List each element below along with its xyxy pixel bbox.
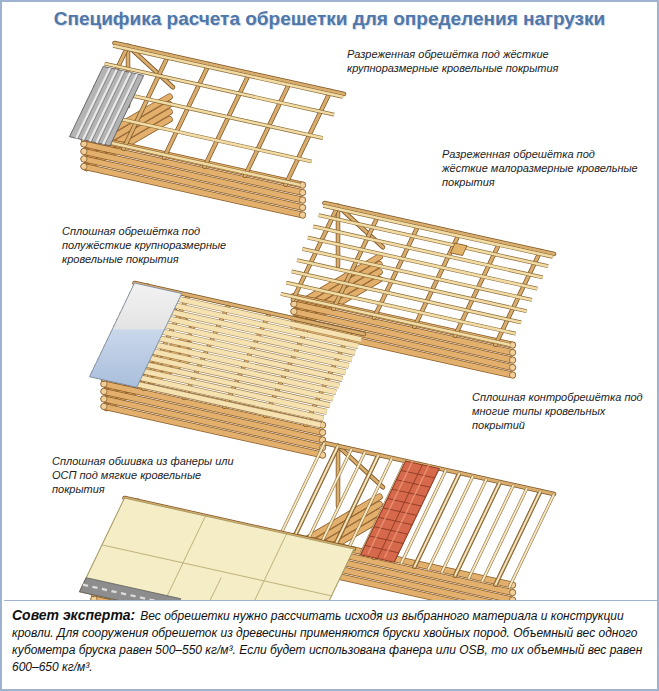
sparse-lathing-large-sheets [113,46,343,97]
sparse-lathing-large-sheets [70,43,345,218]
corrugated-sheet [91,72,125,142]
corrugated-sheet [97,72,131,142]
callout-label: Сплошная обшивка из фанеры или ОСП под м… [52,454,252,496]
sparse-lathing-small-tiles [313,226,543,277]
sparse-lathing-small-tiles [319,215,549,266]
roof-tiles [361,460,440,562]
corrugated-sheet [70,66,144,145]
small-tile [451,243,468,255]
plywood-sheathing [102,545,332,596]
corrugated-sheet [70,66,144,145]
corrugated-sheet [78,69,112,139]
corrugated-sheet [98,73,132,143]
corrugated-sheet [90,71,124,141]
roll-sheet [90,283,182,387]
counter-lathing [509,494,554,588]
callout-label: Сплошная обрешётка под полужёсткие крупн… [62,224,262,266]
callout-label: Сплошная контробрешётка под многие типы … [472,390,652,432]
roof-tiles [385,464,430,558]
expert-tip-box: Совет эксперта:Вес обрешетки нужно рассч… [4,600,659,691]
counter-lathing [509,494,554,588]
corrugated-sheet [103,74,137,144]
roof-tiles [377,465,422,559]
sparse-lathing-large-sheets [81,43,344,218]
sparse-lathing-small-tiles [323,206,553,257]
roof-tiles [361,461,440,562]
diagram-title: Специфика расчета обрешетки для определе… [2,8,657,30]
callout-label: Разреженная обрешётка под жёсткие крупно… [347,47,637,75]
sparse-lathing-small-tiles [323,206,553,257]
sparse-lathing-large-sheets [113,46,343,97]
corrugated-sheet [85,70,119,140]
tip-heading: Совет эксперта: [12,607,135,623]
roof-tiles [368,460,413,554]
corrugated-sheet [105,75,139,145]
sparse-lathing-small-tiles [313,226,543,277]
sparse-lathing-small-tiles [319,215,549,266]
callout-label: Разреженная обрешётка под жёсткие малора… [442,147,642,189]
solid-lathing-boards [90,283,365,458]
